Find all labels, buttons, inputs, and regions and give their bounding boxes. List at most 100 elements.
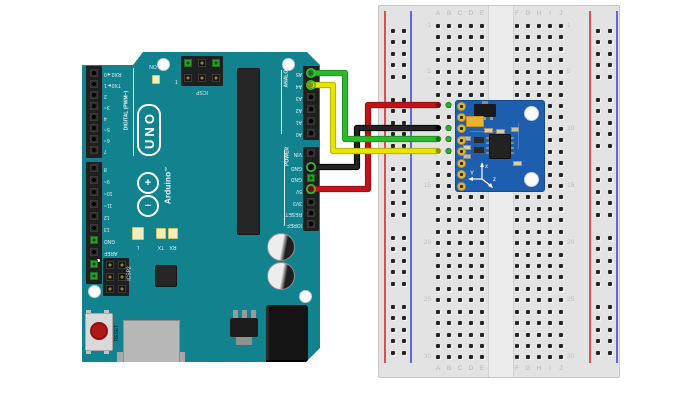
breadboard-hole xyxy=(458,332,462,337)
breadboard-hole xyxy=(515,344,519,349)
breadboard-hole xyxy=(526,298,530,303)
breadboard-hole xyxy=(559,92,563,97)
breadboard-hole xyxy=(559,309,563,314)
breadboard-hole xyxy=(447,172,451,177)
breadboard-hole xyxy=(436,241,440,246)
pin-label-A1: A1 xyxy=(295,118,302,125)
breadboard-hole xyxy=(447,126,451,131)
rail-hole xyxy=(607,109,612,114)
breadboard-hole xyxy=(469,286,473,291)
row-number: 10 xyxy=(567,124,575,132)
column-letter: B xyxy=(446,10,452,17)
pin-label-9~: 9~ xyxy=(104,177,110,184)
breadboard-hole xyxy=(515,195,519,200)
pin-label-2: 2 xyxy=(104,92,107,99)
breadboard-hole xyxy=(515,332,519,337)
row-number: 10 xyxy=(423,124,431,132)
breadboard-hole xyxy=(526,275,530,280)
pin-label-GND: GND xyxy=(290,164,302,171)
breadboard-hole xyxy=(559,264,563,269)
column-letter: F xyxy=(515,10,519,17)
breadboard-hole xyxy=(447,309,451,314)
breadboard-hole xyxy=(548,321,552,326)
rail-hole xyxy=(596,201,600,206)
breadboard-hole xyxy=(436,309,440,314)
breadboard-hole xyxy=(436,332,440,337)
column-letter: A xyxy=(435,10,441,17)
breadboard-hole xyxy=(447,24,451,28)
breadboard-hole xyxy=(480,286,484,291)
breadboard-hole xyxy=(548,332,552,337)
breadboard-hole xyxy=(537,286,541,291)
smd-ic xyxy=(474,137,484,143)
breadboard-hole xyxy=(469,206,473,211)
row-number: 1 xyxy=(427,22,431,29)
arduino-pin-A2 xyxy=(306,104,315,113)
power-rail-line xyxy=(410,11,412,363)
breadboard-hole xyxy=(436,298,440,303)
breadboard-hole xyxy=(436,321,440,326)
breadboard-hole xyxy=(515,286,519,291)
arduino-pin-6~ xyxy=(89,134,98,143)
column-letter: I xyxy=(549,365,551,372)
regulator-leg xyxy=(242,310,247,319)
capacitor xyxy=(267,233,295,261)
breadboard-hole xyxy=(548,161,552,166)
pin-label-VIN: VIN xyxy=(293,150,302,157)
arduino-pin-9~ xyxy=(89,175,98,184)
row-number: 1 xyxy=(567,22,571,29)
row-number: 5 xyxy=(567,67,571,75)
breadboard-hole xyxy=(515,206,519,211)
breadboard-hole xyxy=(515,264,519,269)
rail-hole xyxy=(596,339,600,344)
rail-hole xyxy=(402,305,406,309)
breadboard-hole xyxy=(436,229,440,234)
led-l-label: L xyxy=(136,244,140,250)
breadboard-hole xyxy=(559,149,563,154)
breadboard-hole xyxy=(447,46,451,51)
module-led xyxy=(466,116,484,127)
breadboard-hole xyxy=(458,92,462,97)
row-number: 20 xyxy=(423,239,431,247)
axis-label-x: x xyxy=(485,164,488,170)
breadboard-hole xyxy=(537,206,541,211)
breadboard-hole xyxy=(480,309,484,314)
rail-hole xyxy=(402,40,406,45)
breadboard-hole xyxy=(537,81,541,86)
row-number: 15 xyxy=(567,182,575,190)
breadboard-hole xyxy=(469,35,473,40)
breadboard-hole xyxy=(469,69,473,74)
reset-button[interactable] xyxy=(90,322,108,340)
breadboard-hole xyxy=(458,81,462,86)
breadboard-hole xyxy=(436,126,440,131)
breadboard-hole xyxy=(458,264,462,269)
breadboard-hole xyxy=(548,92,552,97)
breadboard-hole xyxy=(458,69,462,74)
breadboard-hole xyxy=(447,332,451,337)
breadboard-hole xyxy=(480,218,484,223)
breadboard-hole xyxy=(480,69,484,74)
breadboard-hole xyxy=(480,24,484,28)
column-letter: J xyxy=(559,10,563,17)
breadboard-hole xyxy=(548,46,552,51)
arduino-pin-nc9 xyxy=(89,271,98,280)
arduino-pin-RESET xyxy=(306,208,315,217)
breadboard-hole xyxy=(548,309,552,314)
board-mounting-hole xyxy=(299,290,312,303)
pin-label-5~: 5~ xyxy=(104,125,110,132)
breadboard-hole xyxy=(515,69,519,74)
breadboard-hole xyxy=(458,344,462,349)
arduino-pin-4 xyxy=(89,112,98,121)
breadboard-hole xyxy=(480,92,484,97)
rail-hole xyxy=(607,281,612,286)
breadboard-hole xyxy=(559,138,563,143)
arduino-pin-2 xyxy=(89,90,98,99)
pin-label-A2: A2 xyxy=(295,106,302,113)
pin-label-IOREF: IOREF xyxy=(286,221,302,228)
breadboard-hole xyxy=(447,344,451,349)
row-number: 25 xyxy=(423,296,431,304)
arduino-pin-11~ xyxy=(89,199,98,208)
arduino-brand-label: Arduino™ xyxy=(163,156,173,216)
breadboard-hole xyxy=(537,218,541,223)
trademark: ™ xyxy=(164,166,171,172)
